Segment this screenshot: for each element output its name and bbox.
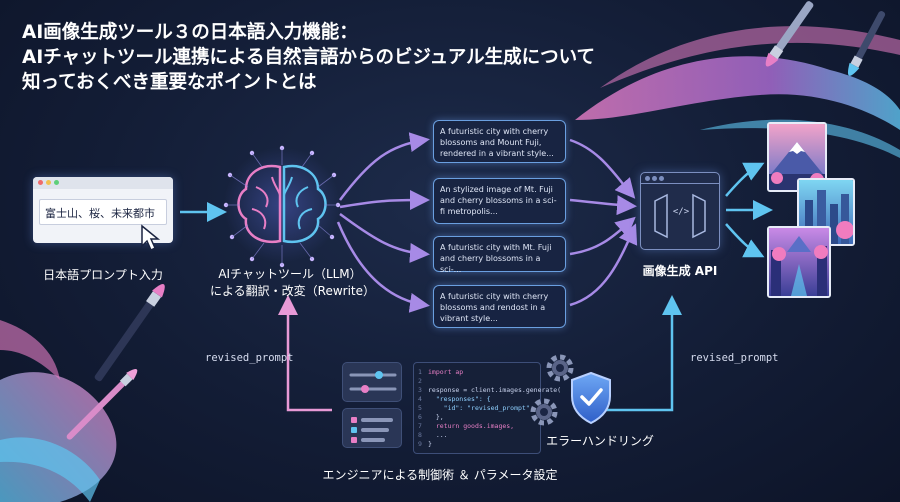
arrow-variant-3-to-api	[569, 216, 636, 256]
prompt-variant-1: A futuristic city with cherry blossoms a…	[433, 120, 566, 163]
title-line-1: AI画像生成ツール３の日本語入力機能：	[22, 22, 358, 43]
code-line: 7 return goods.images,	[418, 422, 536, 431]
code-line-number: 1	[418, 368, 422, 376]
prompt-input-window: 富士山、桜、未来都市	[33, 177, 173, 243]
llm-label-line-2: による翻訳・改変（Rewrite）	[210, 284, 375, 298]
neural-brain-icon	[223, 145, 341, 268]
japanese-prompt-input[interactable]: 富士山、桜、未来都市	[39, 199, 167, 225]
code-line: 2	[418, 377, 536, 386]
code-line-text: },	[428, 413, 444, 421]
window-dot-icon	[659, 176, 664, 181]
arrow-llm-to-variant-1	[339, 132, 430, 201]
parameter-sliders-card	[342, 362, 402, 402]
code-line-text: ...	[428, 431, 448, 439]
code-line-number: 8	[418, 431, 422, 439]
page-title: AI画像生成ツール３の日本語入力機能： AIチャットツール連携による自然言語から…	[22, 20, 662, 95]
code-line: 5 "id": "revised_prompt",	[418, 404, 536, 413]
sliders-icon	[349, 371, 397, 393]
code-line-number: 6	[418, 413, 422, 421]
list-icon	[351, 417, 393, 443]
swirl-top-right	[575, 56, 900, 130]
code-line: 8 ...	[418, 431, 536, 440]
code-line-number: 7	[418, 422, 422, 430]
loop-arrow-right	[600, 295, 682, 412]
window-dot-icon	[54, 180, 59, 185]
engineer-control-label: エンジニアによる制御術 ＆ パラメータ設定	[322, 468, 558, 482]
gear-icon	[546, 354, 574, 382]
api-icon-text: </>	[672, 207, 690, 217]
shield-check-icon	[571, 371, 611, 425]
parameter-list-card	[342, 408, 402, 448]
code-window-icon	[654, 193, 706, 239]
revised-prompt-right-label: revised_prompt	[690, 352, 779, 364]
paint-brush-icon	[66, 368, 138, 440]
gear-icon	[530, 398, 558, 426]
window-titlebar	[33, 177, 173, 189]
paint-brush-icon	[94, 284, 165, 382]
loop-arrow-left	[278, 295, 332, 412]
code-line-text: "responses": {	[428, 395, 491, 403]
arrow-llm-to-variant-2	[339, 190, 430, 211]
code-line-text: return goods.images,	[428, 422, 515, 430]
code-line: 9}	[418, 440, 536, 449]
output-image-neon-street	[767, 226, 831, 298]
arrow-variant-2-to-api	[569, 195, 637, 216]
prompt-variant-4: A futuristic city with cherry blossoms a…	[433, 285, 566, 328]
api-label: 画像生成 API	[642, 264, 718, 278]
arrow-llm-to-variant-3	[339, 212, 430, 263]
code-line-text: response = client.images.generate(	[428, 386, 562, 394]
code-line-number: 2	[418, 377, 422, 385]
window-dot-icon	[652, 176, 657, 181]
generated-image	[769, 228, 829, 296]
arrow-variant-1-to-api	[569, 138, 636, 199]
arrow-api-to-output-3	[725, 223, 765, 258]
prompt-variant-2: An stylized image of Mt. Fuji and cherry…	[433, 178, 566, 224]
prompt-variant-3: A futuristic city with Mt. Fuji and cher…	[433, 236, 566, 274]
error-handling-label: エラーハンドリング	[546, 434, 654, 448]
code-line-text: "id": "revised_prompt",	[428, 404, 534, 412]
window-dot-icon	[46, 180, 51, 185]
arrow-api-to-output-1	[725, 162, 765, 197]
title-line-3: 知っておくべき重要なポイントとは	[22, 72, 317, 93]
paint-brush-icon	[765, 1, 814, 67]
arrow-variant-4-to-api	[569, 223, 638, 307]
window-titlebar	[641, 173, 719, 184]
llm-label-line-1: AIチャットツール（LLM）	[218, 267, 362, 281]
code-line: 4 "responses": {	[418, 395, 536, 404]
code-line: 1 import ap	[418, 368, 536, 377]
code-line-number: 3	[418, 386, 422, 394]
code-line: 3 response = client.images.generate(	[418, 386, 561, 395]
code-line-number: 5	[418, 404, 422, 412]
code-line-text: import ap	[428, 368, 464, 376]
code-line-text: }	[428, 440, 432, 448]
code-line: 6 },	[418, 413, 536, 422]
code-line-number: 9	[418, 440, 422, 448]
window-dot-icon	[645, 176, 650, 181]
arrow-llm-to-variant-4	[336, 221, 430, 313]
input-label: 日本語プロンプト入力	[43, 268, 163, 282]
llm-label: AIチャットツール（LLM） による翻訳・改変（Rewrite）	[210, 266, 375, 300]
window-dot-icon	[38, 180, 43, 185]
title-line-2: AIチャットツール連携による自然言語からのビジュアル生成について	[22, 47, 596, 68]
cursor-arrow-icon	[141, 224, 161, 252]
paint-brush-icon	[847, 11, 886, 76]
image-generation-api-window: </>	[640, 172, 720, 250]
code-line-number: 4	[418, 395, 422, 403]
revised-prompt-left-label: revised_prompt	[205, 352, 294, 364]
swirl-top-right-2	[600, 26, 900, 88]
